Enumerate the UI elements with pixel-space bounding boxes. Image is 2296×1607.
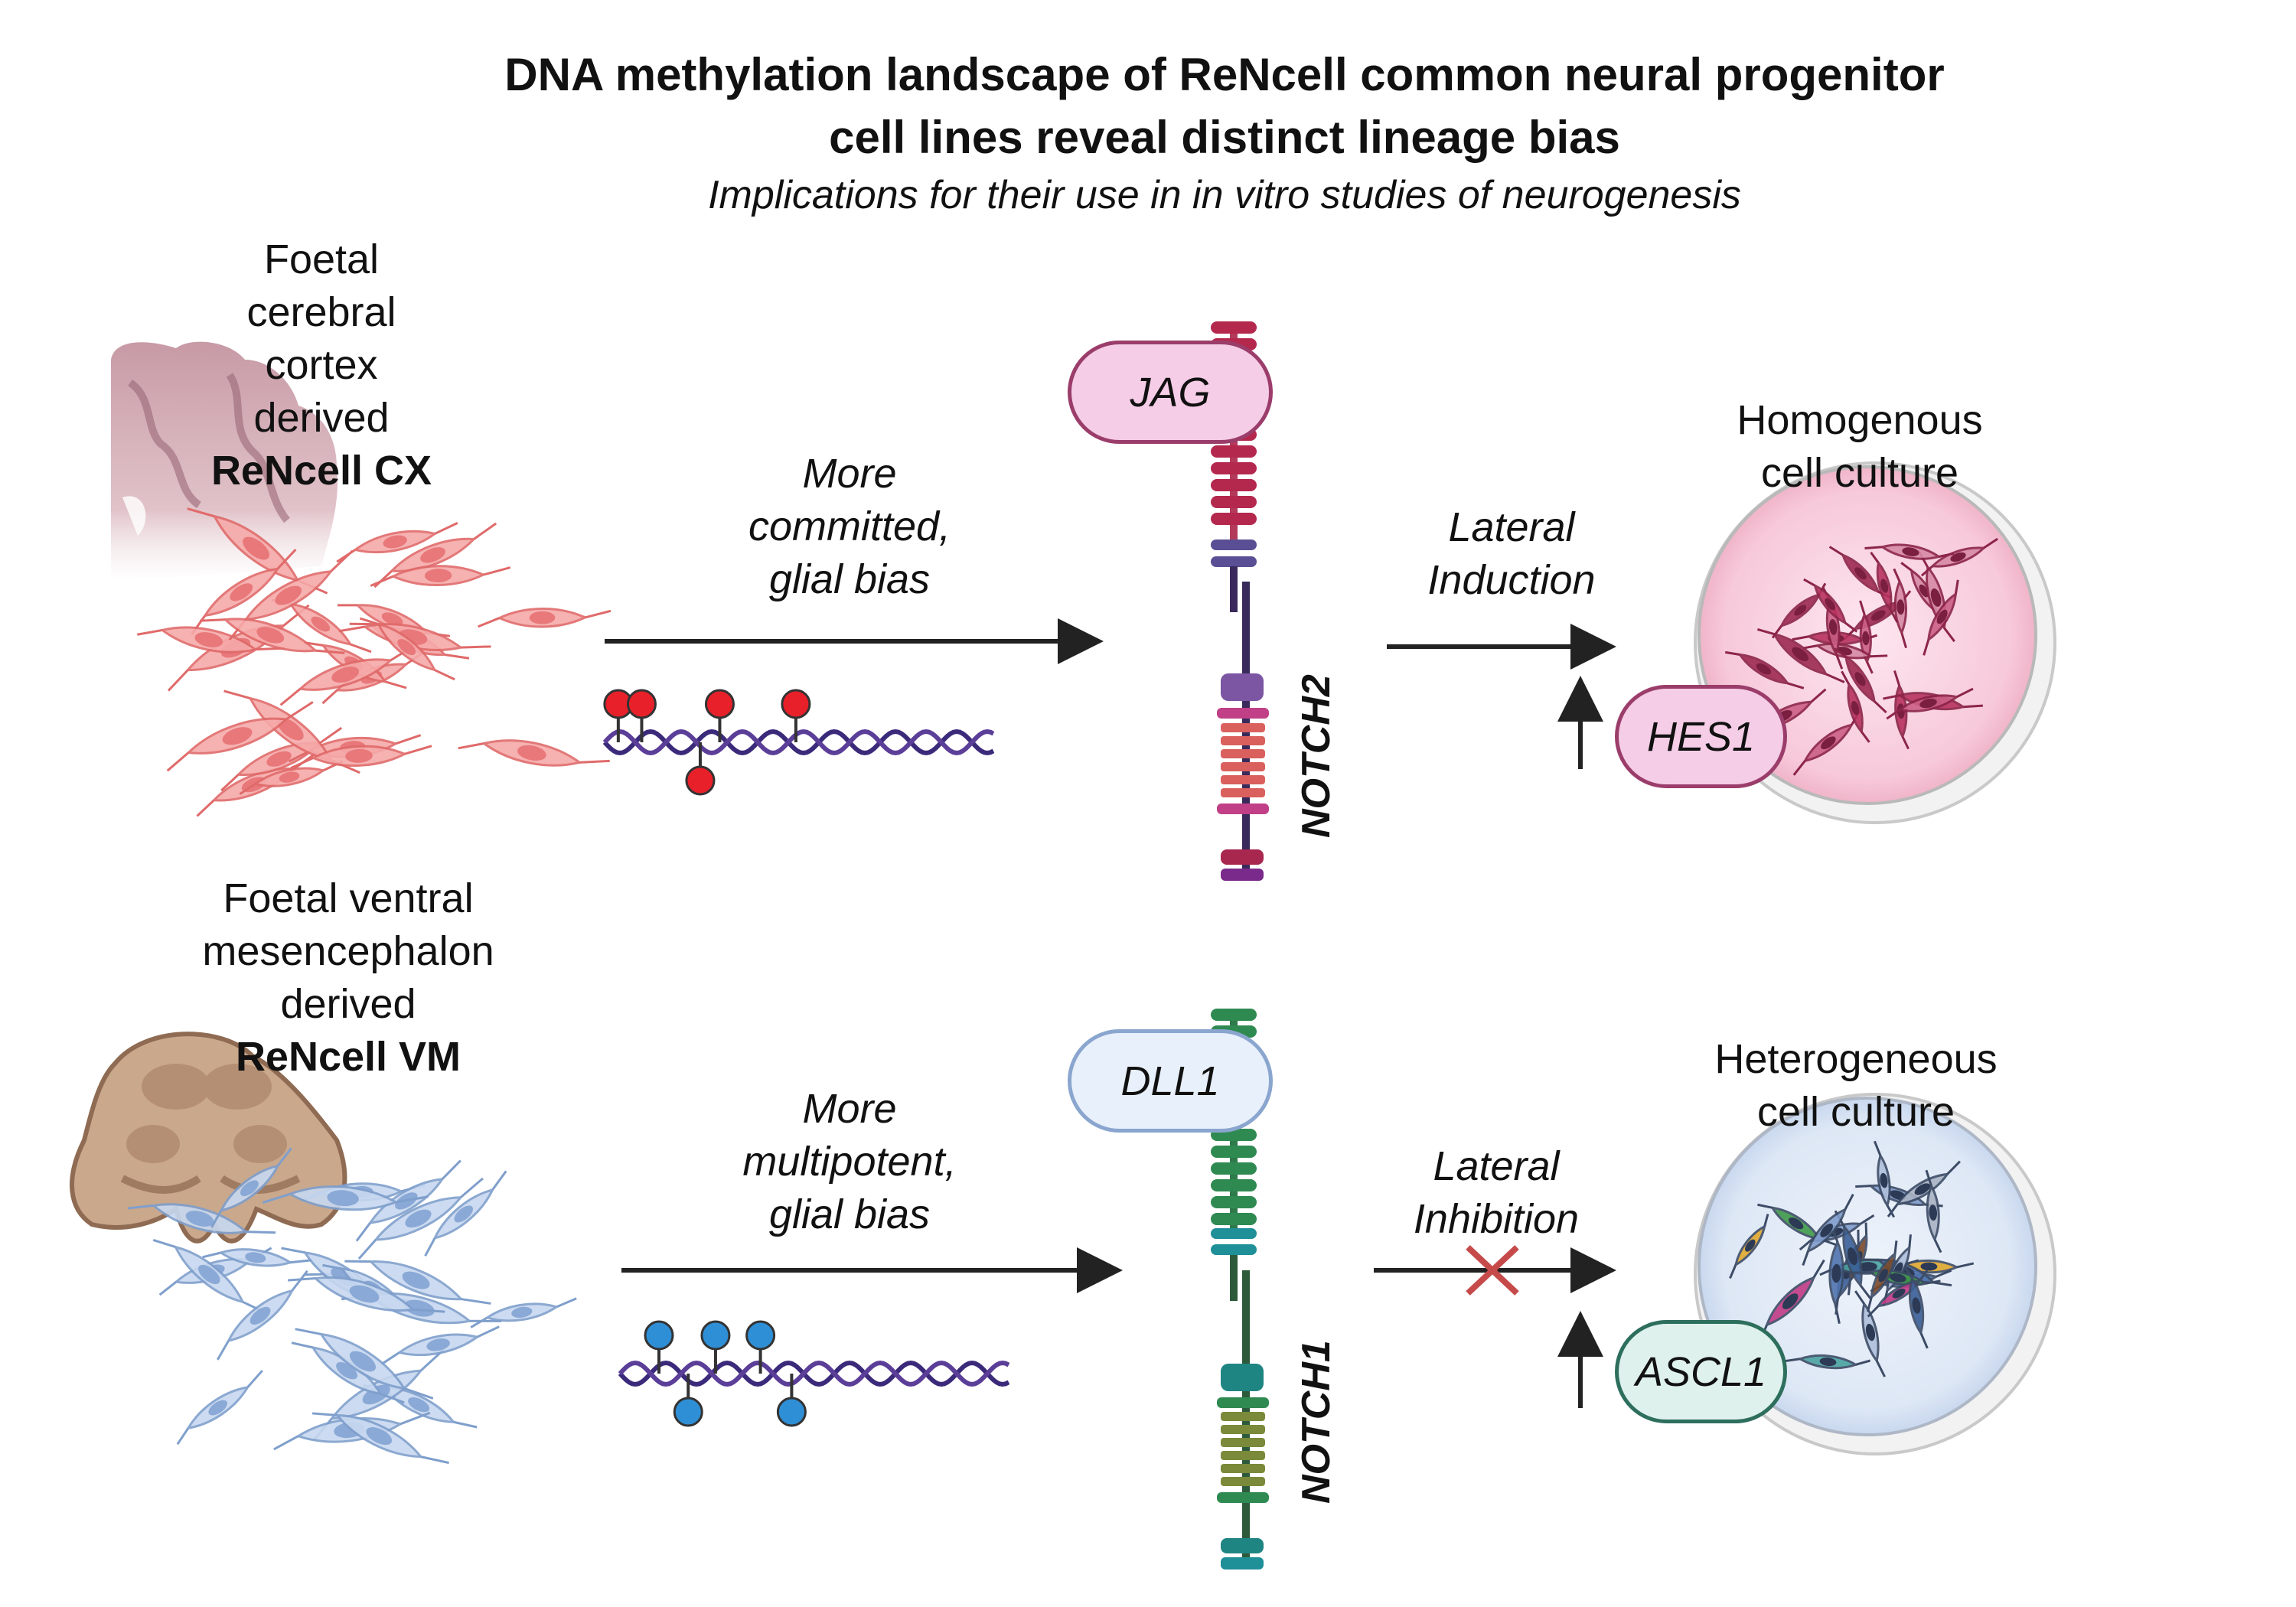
vm-origin-line: mesencephalon: [202, 928, 494, 974]
vm-cell-line-name: ReNcell VM: [235, 1034, 461, 1080]
cx-arrow-label-line: More: [802, 451, 897, 497]
vm-cell-cluster-icon: [127, 1147, 577, 1465]
homogenous-culture-label: Homogenous cell culture: [1714, 394, 2005, 500]
heterogeneous-culture-dish-icon: [1694, 1093, 2056, 1455]
vm-arrow-label-line: More: [802, 1086, 897, 1132]
dll1-ligand-pill: DLL1: [1068, 1029, 1273, 1133]
cx-methylated-dna-icon: [602, 689, 995, 796]
culture-label-line: cell culture: [1756, 1089, 1955, 1135]
notch2-label: NOTCH2: [1294, 674, 1339, 838]
hes1-gene-pill: HES1: [1615, 685, 1787, 788]
jag-ligand-pill: JAG: [1068, 341, 1273, 444]
inhibition-cross-icon: [1466, 1245, 1519, 1296]
culture-label-line: Heterogeneous: [1714, 1036, 1998, 1082]
cx-origin-label: Foetal cerebral cortex derived ReNcell C…: [191, 233, 452, 497]
lateral-induction-label: Lateral Induction: [1385, 501, 1638, 607]
vm-origin-line: Foetal ventral: [223, 875, 474, 921]
signal-label-line: Inhibition: [1413, 1196, 1580, 1242]
cx-arrow-label: More committed, glial bias: [704, 448, 995, 606]
heterogeneous-culture-label: Heterogeneous cell culture: [1695, 1033, 2017, 1139]
title-line-1: DNA methylation landscape of ReNcell com…: [504, 49, 1945, 100]
midbrain-tissue-icon: [70, 1032, 347, 1244]
signal-label-line: Induction: [1427, 557, 1596, 603]
vm-origin-label: Foetal ventral mesencephalon derived ReN…: [176, 872, 520, 1084]
vm-arrow-label-line: glial bias: [768, 1191, 931, 1237]
culture-label-line: Homogenous: [1737, 397, 1983, 443]
title-line-2: cell lines reveal distinct lineage bias: [829, 112, 1620, 163]
ascl1-gene-pill: ASCL1: [1615, 1320, 1787, 1423]
subtitle: Implications for their use in in vitro s…: [708, 173, 1741, 217]
cx-cell-line-name: ReNcell CX: [210, 448, 432, 494]
cx-origin-line: Foetal: [263, 236, 380, 282]
cx-origin-line: cerebral: [246, 289, 396, 335]
cx-arrow-label-line: glial bias: [768, 556, 931, 602]
cortex-tissue-icon: [111, 341, 338, 582]
signal-label-line: Lateral: [1448, 504, 1575, 550]
vm-methylated-dna-icon: [618, 1320, 1010, 1427]
cx-arrow-label-line: committed,: [748, 504, 951, 549]
vm-origin-line: derived: [280, 981, 416, 1027]
culture-label-line: cell culture: [1760, 450, 1959, 496]
cx-cell-cluster-icon: [136, 507, 612, 817]
vm-arrow-label: More multipotent, glial bias: [693, 1083, 1006, 1241]
signal-label-line: Lateral: [1433, 1143, 1560, 1189]
vm-arrow-label-line: multipotent,: [742, 1139, 957, 1185]
lateral-inhibition-label: Lateral Inhibition: [1370, 1140, 1623, 1246]
cx-origin-line: cortex: [265, 342, 378, 388]
cx-origin-line: derived: [253, 395, 390, 441]
notch1-label: NOTCH1: [1294, 1340, 1339, 1504]
